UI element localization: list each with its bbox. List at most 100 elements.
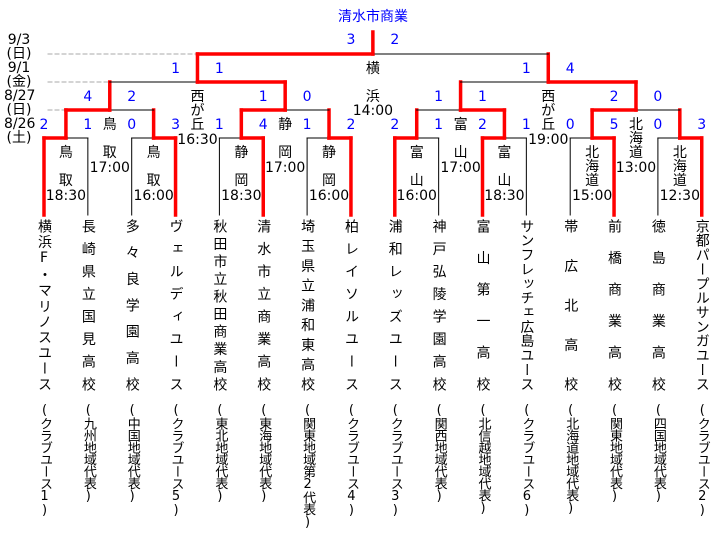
- venue-char: 北: [628, 117, 643, 133]
- team-entry: 神戸弘陵学園高校 (関西地域代表): [430, 219, 448, 503]
- score-right: 2: [346, 117, 356, 133]
- team-name: 柏レイソルユース: [342, 219, 359, 391]
- date-label: 9/3: [7, 32, 31, 48]
- day-label: (土): [6, 130, 32, 146]
- venue-char: 取: [58, 173, 73, 189]
- score-left: 2: [390, 117, 400, 133]
- team-name: 多々良学園高校: [123, 219, 140, 391]
- day-label: (金): [6, 74, 32, 90]
- team-name: 神戸弘陵学園高校: [430, 219, 447, 391]
- team-name: サンフレッチェ広島ユース: [518, 219, 535, 391]
- team-entry: 横浜F・マリノスユース (クラブユース1): [35, 219, 53, 517]
- venue-char: 山: [453, 145, 468, 161]
- score-left: 1: [521, 61, 531, 77]
- team-affiliation: (関東地域代表): [607, 403, 623, 503]
- team-affiliation: (クラブユース1): [37, 403, 52, 517]
- venue-char: 西: [190, 89, 205, 105]
- venue-char: が: [541, 103, 556, 119]
- team-name: 埼玉県立浦和東高校: [299, 219, 316, 391]
- team-entry: 帯広北高校(北海道地域代表): [561, 219, 579, 515]
- venue-char: 海: [672, 159, 687, 175]
- team-affiliation: (クラブユース2): [694, 403, 710, 517]
- venue-char: 岡: [234, 173, 249, 189]
- team-affiliation: (クラブユース6): [519, 403, 535, 517]
- score-right: 5: [609, 117, 619, 133]
- score-left: 2: [609, 89, 619, 105]
- round-date: 8/27(日): [4, 88, 36, 118]
- team-name: ヴェルディユース: [167, 219, 184, 391]
- score-right: 1: [478, 89, 487, 105]
- team-name: 清水市立商業高校: [255, 219, 272, 391]
- kickoff-time: 18:30: [221, 188, 262, 204]
- round-date: 9/1(金): [4, 61, 34, 89]
- kickoff-time: 19:00: [528, 132, 569, 148]
- score-left: 1: [214, 117, 224, 133]
- score-right: 2: [127, 89, 137, 105]
- team-affiliation: (関西地域代表): [431, 403, 447, 503]
- venue-char: 道: [672, 173, 687, 189]
- score-left: 4: [83, 89, 93, 105]
- team-affiliation: (クラブユース4): [343, 403, 359, 517]
- team-entry: 前橋商業高校(関東地域代表): [605, 219, 623, 503]
- score-left: 0: [565, 117, 575, 133]
- score-right: 1: [434, 117, 444, 133]
- venue-char: 静: [234, 145, 249, 161]
- kickoff-time: 17:00: [89, 160, 130, 176]
- kickoff-time: 15:00: [571, 188, 613, 204]
- venue-char: 岡: [278, 145, 293, 161]
- score-left: 0: [127, 117, 137, 133]
- date-label: 9/1: [7, 60, 31, 76]
- venue-char: 富: [497, 145, 512, 161]
- score-right: 1: [521, 117, 531, 133]
- venue-char: 丘: [541, 117, 556, 133]
- team-affiliation: (四国地域代表): [650, 403, 666, 503]
- team-name: 富山第一高校: [474, 219, 491, 391]
- score-right: 2: [390, 32, 400, 48]
- score-right: 1: [83, 117, 93, 133]
- round-date: 8/26(土): [4, 116, 36, 146]
- venue-char: 鳥: [58, 145, 73, 161]
- score-left: 1: [258, 89, 268, 105]
- team-entry: 長崎県立国見高校(九州地域代表): [79, 219, 97, 503]
- date-label: 8/26: [4, 116, 36, 132]
- kickoff-time: 17:00: [264, 160, 306, 176]
- venue-char: 山: [409, 173, 424, 189]
- score-right: 1: [214, 61, 224, 77]
- venue-char: 海: [585, 159, 600, 175]
- venue-char: 海: [628, 131, 643, 147]
- team-affiliation: (関東地域第2代表): [300, 403, 316, 529]
- team-entry: 柏レイソルユース (クラブユース4): [342, 219, 360, 517]
- score-left: 1: [171, 61, 181, 77]
- score-right: 4: [258, 117, 268, 133]
- venue-char: 道: [585, 173, 600, 189]
- score-left: 2: [478, 117, 487, 133]
- day-label: (日): [6, 102, 32, 118]
- score-left: 1: [302, 117, 312, 133]
- venue-char: が: [190, 103, 205, 119]
- date-label: 8/27: [4, 88, 36, 104]
- score-right: 4: [565, 61, 575, 77]
- score-right: 0: [653, 89, 663, 105]
- venue-char: 鳥: [146, 145, 161, 161]
- round-date: 9/3(日): [4, 33, 34, 61]
- champion-name: 清水市商業: [338, 9, 408, 25]
- score-left: 3: [346, 32, 356, 48]
- venue-char: 取: [146, 173, 161, 189]
- score-left: 1: [434, 89, 444, 105]
- team-name: 秋田市立秋田商業高校: [211, 219, 228, 391]
- score-right: 3: [171, 117, 181, 133]
- venue-char: 取: [102, 145, 117, 161]
- team-entry: 清水市立商業高校(東海地域代表): [254, 219, 272, 503]
- kickoff-time: 12:30: [659, 188, 700, 204]
- kickoff-time: 14:00: [352, 103, 394, 119]
- team-name: 横浜F・マリノスユース: [36, 219, 52, 391]
- venue-char: 静: [278, 117, 293, 133]
- venue-char: 北: [585, 145, 600, 161]
- team-name: 帯広北高校: [562, 219, 579, 391]
- team-entry: ヴェルディユース (クラブユース5): [167, 219, 185, 517]
- team-name: 京都パープルサンガユース: [693, 219, 710, 391]
- kickoff-time: 18:30: [45, 188, 87, 204]
- venue-char: 富: [409, 145, 424, 161]
- kickoff-time: 16:00: [396, 188, 437, 204]
- team-affiliation: (クラブユース5): [168, 403, 184, 517]
